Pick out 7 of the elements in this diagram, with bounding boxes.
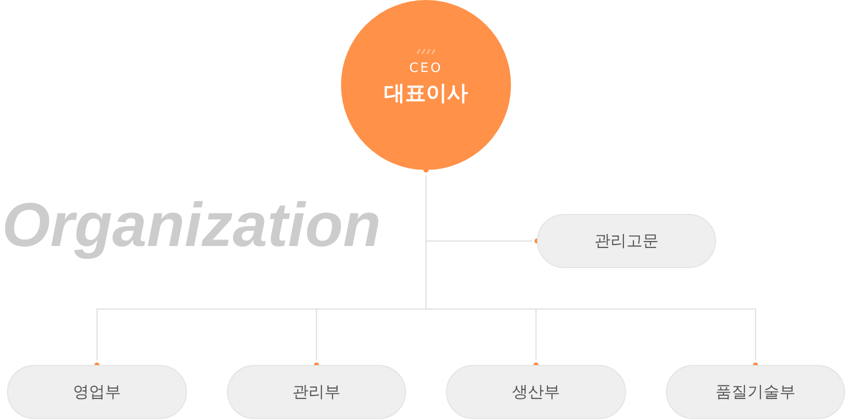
position-label: 품질기술부 (716, 382, 796, 402)
role-caption: CEO (409, 61, 443, 77)
position-label: 생산부 (512, 382, 560, 402)
position-label: 영업부 (73, 382, 121, 402)
role-title: 대표이사 (384, 80, 468, 106)
position-label: 관리부 (292, 382, 340, 402)
position-label: 관리고문 (594, 231, 658, 251)
